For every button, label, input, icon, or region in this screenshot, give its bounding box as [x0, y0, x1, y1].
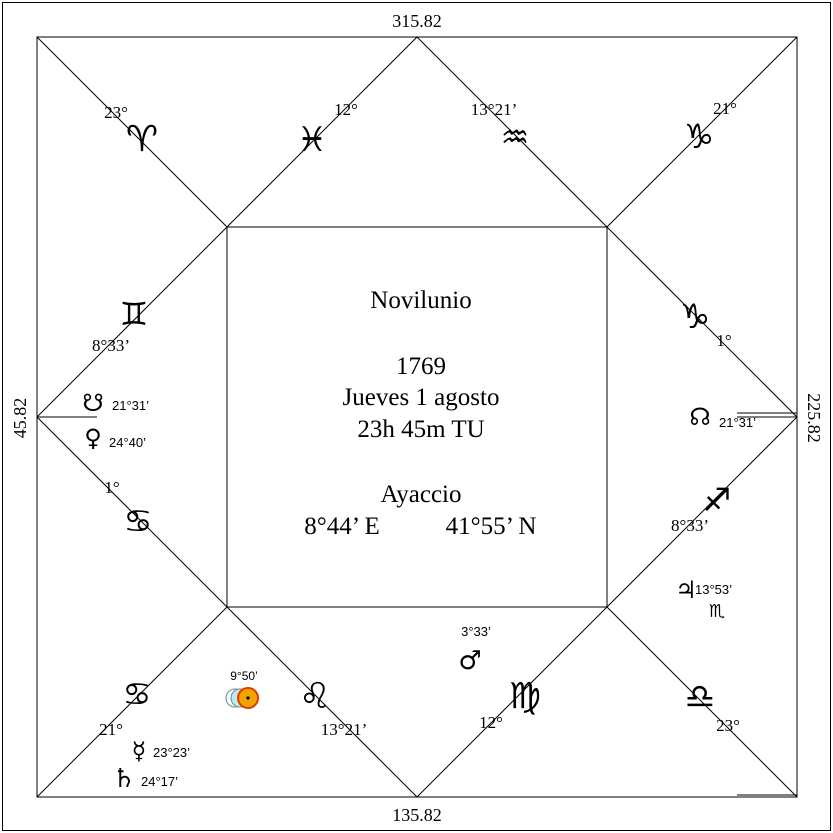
chart-date: Jueves 1 agosto: [343, 384, 500, 411]
jupiter-degree: 13°53’: [695, 582, 732, 597]
axis-left-value: 45.82: [10, 398, 30, 439]
mars-icon: ♂: [458, 646, 481, 676]
scorpio-icon: ♏︎: [709, 601, 725, 622]
chart-time: 23h 45m TU: [357, 416, 484, 443]
axis-right-value: 225.82: [804, 393, 824, 443]
cancer-left-degree: 1°: [104, 478, 119, 497]
aries-degree: 23°: [104, 103, 128, 122]
axis-top-value: 315.82: [392, 11, 442, 31]
leo-degree: 13°21’: [321, 720, 367, 739]
saturn-degree: 24°17’: [141, 774, 178, 789]
virgo-degree: 12°: [479, 713, 503, 732]
saturn-icon: ♄: [112, 764, 135, 794]
south-node-degree: 21°31’: [112, 398, 149, 413]
axis-bottom-value: 135.82: [392, 805, 442, 825]
pisces-degree: 12°: [334, 100, 358, 119]
diamond-top-left: [226, 36, 418, 228]
diamond-left-bottom: [36, 416, 228, 608]
chart-year: 1769: [396, 353, 446, 380]
diagonal-top-left: [36, 36, 228, 228]
south-node-icon: ☋: [82, 389, 103, 417]
gemini-degree: 8°33’: [92, 336, 130, 355]
jupiter-icon: ♃: [675, 576, 697, 604]
inner-square: [226, 226, 608, 608]
capricorn-icon-top: ♑︎: [684, 117, 714, 157]
capricorn-icon-right: ♑︎: [680, 297, 710, 337]
aquarius-icon: ♒︎: [501, 118, 530, 156]
venus-degree: 24°40’: [109, 435, 146, 450]
pisces-icon: ♓︎: [297, 120, 327, 160]
aquarius-degree: 13°21’: [471, 100, 517, 119]
capricorn-top-degree: 21°: [713, 99, 737, 118]
sun-moon-degree: 9°50’: [230, 669, 258, 683]
gemini-icon: ♊︎: [120, 295, 149, 333]
chart-place: Ayaccio: [381, 481, 462, 508]
virgo-icon: ♍︎: [509, 676, 541, 717]
sagittarius-degree: 8°33’: [671, 516, 709, 535]
chart-longitude: 8°44’ E: [304, 513, 380, 540]
diamond-left-top: [36, 226, 228, 418]
cancer-bottom-degree: 21°: [99, 720, 123, 739]
north-node-degree: 21°31’: [719, 415, 756, 430]
venus-icon: ♀: [84, 424, 102, 452]
aries-icon: ♈︎: [126, 119, 158, 160]
new-moon-icon: [225, 687, 259, 709]
mars-degree: 3°33’: [461, 624, 491, 639]
mercury-icon: ☿: [132, 737, 147, 765]
diamond-right-top: [606, 226, 798, 418]
mercury-degree: 23°23’: [153, 745, 190, 760]
libra-degree: 23°: [716, 716, 740, 735]
cancer-icon-bottom: ♋︎: [123, 675, 152, 713]
sagittarius-icon: ♐︎: [703, 481, 732, 519]
diamond-right-bottom: [606, 416, 798, 608]
chart-title: Novilunio: [370, 287, 471, 314]
diagonal-top-right: [606, 36, 798, 228]
diagonal-bottom-right: [606, 606, 798, 798]
capricorn-right-degree: 1°: [716, 331, 731, 350]
leo-icon: ♌︎: [299, 676, 331, 717]
cancer-icon-left: ♋︎: [124, 502, 153, 540]
diamond-bottom-left: [226, 606, 418, 798]
diamond-top-right: [416, 36, 608, 228]
diamond-bottom-right: [416, 606, 608, 798]
chart-latitude: 41°55’ N: [446, 513, 537, 540]
diagonal-bottom-left: [36, 606, 228, 798]
north-node-icon: ☊: [689, 403, 710, 431]
libra-icon: ♎︎: [685, 677, 715, 717]
